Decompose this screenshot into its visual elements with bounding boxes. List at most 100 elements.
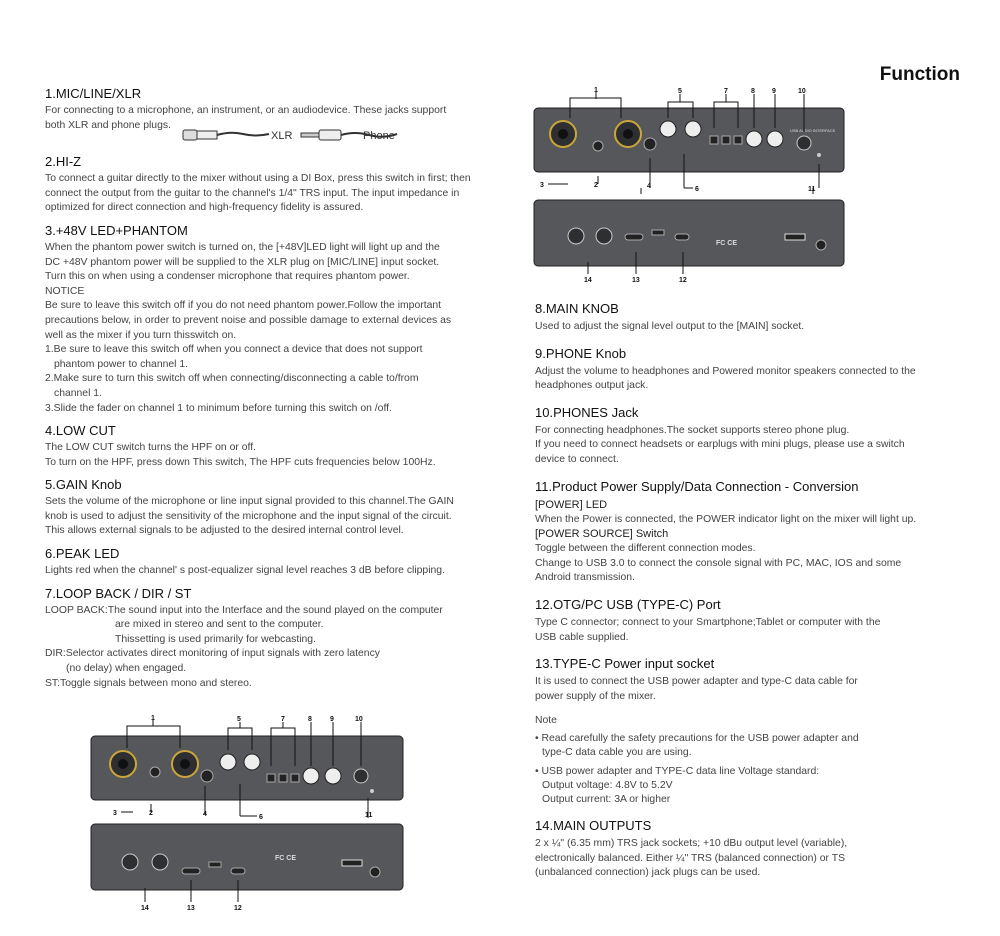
section-heading: 4.LOW CUT (45, 423, 116, 439)
fc-ce-mark: FC CE (275, 855, 296, 862)
callout-12: 12 (234, 905, 242, 912)
section-phones-jack: 10.PHONES Jack For connecting headphones… (535, 404, 965, 468)
callout-3: 3 (540, 182, 544, 189)
section-heading: 3.+48V LED+PHANTOM (45, 222, 188, 238)
callout-9: 9 (772, 88, 776, 95)
right-column: 8.MAIN KNOB Used to adjust the signal le… (535, 300, 965, 891)
low-cut-switch-icon (200, 769, 214, 783)
section-main-knob: 8.MAIN KNOB Used to adjust the signal le… (535, 300, 965, 335)
main-knob-icon (745, 130, 763, 148)
power-source-switch-icon (208, 861, 222, 868)
section-hi-z: 2.HI-Z To connect a guitar directly to t… (45, 154, 515, 216)
front-panel (533, 107, 845, 173)
back-panel (533, 199, 845, 267)
phone-knob-icon (766, 130, 784, 148)
note-bullet-continuation: Output voltage: 4.8V to 5.2V (542, 779, 673, 791)
callout-2: 2 (594, 182, 598, 189)
xlr-label: XLR (271, 130, 293, 143)
callout-2: 2 (149, 810, 153, 817)
main-out-r-jack (595, 227, 613, 245)
section-heading: 1.MIC/LINE/XLR (45, 86, 142, 101)
paragraph-line: Toggle between the different connection … (535, 543, 756, 555)
paragraph-line: Android transmission. (535, 572, 635, 584)
paragraph-line: DIR:Selector activates direct monitoring… (45, 648, 380, 660)
paragraph-line: (no delay) when engaged. (66, 663, 187, 675)
section-loop-back: 7.LOOP BACK / DIR / ST LOOP BACK:The sou… (45, 586, 515, 692)
section-heading: 10.PHONES Jack (535, 404, 639, 420)
callout-numbers: 1 5 7 8 9 10 3 2 4 6 11 14 13 12 (113, 715, 373, 912)
paragraph-line: connect the output from the guitar to th… (45, 187, 460, 199)
callout-4: 4 (647, 183, 651, 190)
note-bullet-continuation: type-C data cable you are using. (542, 746, 692, 758)
dir-button-icon (278, 773, 288, 783)
page-title: Function (879, 64, 960, 85)
paragraph-line: DC +48V phantom power will be supplied t… (45, 256, 440, 268)
paragraph-line: (unbalanced connection) jack plugs can b… (535, 867, 761, 879)
low-cut-switch-icon (643, 137, 657, 151)
paragraph-line: Turn this on when using a condenser micr… (45, 271, 410, 283)
section-heading: 11.Product Power Supply/Data Connection … (535, 478, 859, 494)
main-knob-icon (302, 767, 320, 785)
hi-z-switch-icon (149, 766, 161, 778)
section-heading: 5.GAIN Knob (45, 477, 122, 493)
iface-label: USB AUDIO INTERFACE (790, 128, 836, 133)
section-low-cut: 4.LOW CUT The LOW CUT switch turns the H… (45, 423, 515, 470)
paragraph-line: headphones output jack. (535, 380, 649, 392)
callout-7: 7 (724, 88, 728, 95)
paragraph-line: Be sure to leave this switch off if you … (45, 300, 442, 312)
phone-label: Phone (363, 130, 395, 143)
paragraph-line: Thissetting is used primarily for webcas… (115, 633, 316, 645)
paragraph-line: optimized for direct connection and high… (45, 202, 364, 214)
note-bullet-continuation: Output current: 3A or higher (542, 793, 671, 805)
usb-power-port-icon (624, 233, 644, 241)
callout-1: 1 (151, 715, 155, 722)
paragraph-line: well as the mixer if you turn thisswitch… (45, 329, 237, 341)
callout-3: 3 (113, 810, 117, 817)
on-off-switch-icon (341, 859, 363, 867)
phone-plug-icon (300, 129, 398, 141)
fc-ce-mark: FC CE (716, 240, 737, 247)
list-item-continuation: phantom power to channel 1. (54, 358, 189, 370)
section-phantom: 3.+48V LED+PHANTOM When the phantom powe… (45, 223, 515, 416)
usb-3-port-icon (230, 867, 246, 875)
phone-knob-icon (324, 767, 342, 785)
section-heading: 6.PEAK LED (45, 546, 120, 562)
callout-5: 5 (678, 88, 682, 95)
callout-11: 11 (808, 186, 816, 193)
gain-knob-2-icon (684, 120, 702, 138)
paragraph-line: If you need to connect headsets or earpl… (535, 439, 905, 451)
paragraph-line: The LOW CUT switch turns the HPF on or o… (45, 442, 256, 454)
power-led-icon (370, 789, 374, 793)
section-heading: 2.HI-Z (45, 154, 82, 170)
hi-z-switch-icon (592, 140, 604, 152)
callout-8: 8 (751, 88, 755, 95)
paragraph-line: This allows external signals to be adjus… (45, 525, 404, 537)
section-heading: 13.TYPE-C Power input socket (535, 656, 715, 672)
section-phone-knob: 9.PHONE Knob Adjust the volume to headph… (535, 345, 965, 394)
paragraph-line: To turn on the HPF, press down This swit… (45, 456, 436, 468)
paragraph-line: precautions below, in order to prevent n… (45, 314, 452, 326)
phones-jack-icon (796, 135, 812, 151)
list-item: 1.Be sure to leave this switch off when … (45, 344, 423, 356)
section-heading: 7.LOOP BACK / DIR / ST (45, 585, 192, 601)
paragraph-line: Type C connector; connect to your Smartp… (535, 616, 881, 628)
on-off-switch-icon (784, 233, 806, 241)
subheading: [POWER SOURCE] Switch (535, 528, 669, 541)
paragraph-line: Adjust the volume to headphones and Powe… (535, 365, 916, 377)
paragraph-line: are mixed in stereo and sent to the comp… (115, 619, 324, 631)
phones-jack-icon (353, 768, 369, 784)
paragraph-line: knob is used to adjust the sensitivity o… (45, 510, 452, 522)
plug-illustration: XLR Phone (181, 125, 515, 147)
power-led-icon (817, 153, 821, 157)
paragraph-line: NOTICE (45, 285, 85, 297)
callout-lines (548, 92, 820, 274)
callout-1: 1 (594, 87, 598, 94)
list-item: 3.Slide the fader on channel 1 to minimu… (45, 402, 392, 414)
paragraph-line: When the phantom power switch is turned … (45, 241, 440, 253)
paragraph-line: Used to adjust the signal level output t… (535, 321, 805, 332)
st-button-icon (733, 135, 743, 145)
power-source-switch-icon (651, 229, 665, 236)
ground-screw-icon (369, 866, 381, 878)
callout-13: 13 (632, 277, 640, 284)
section-heading: 14.MAIN OUTPUTS (535, 817, 652, 833)
